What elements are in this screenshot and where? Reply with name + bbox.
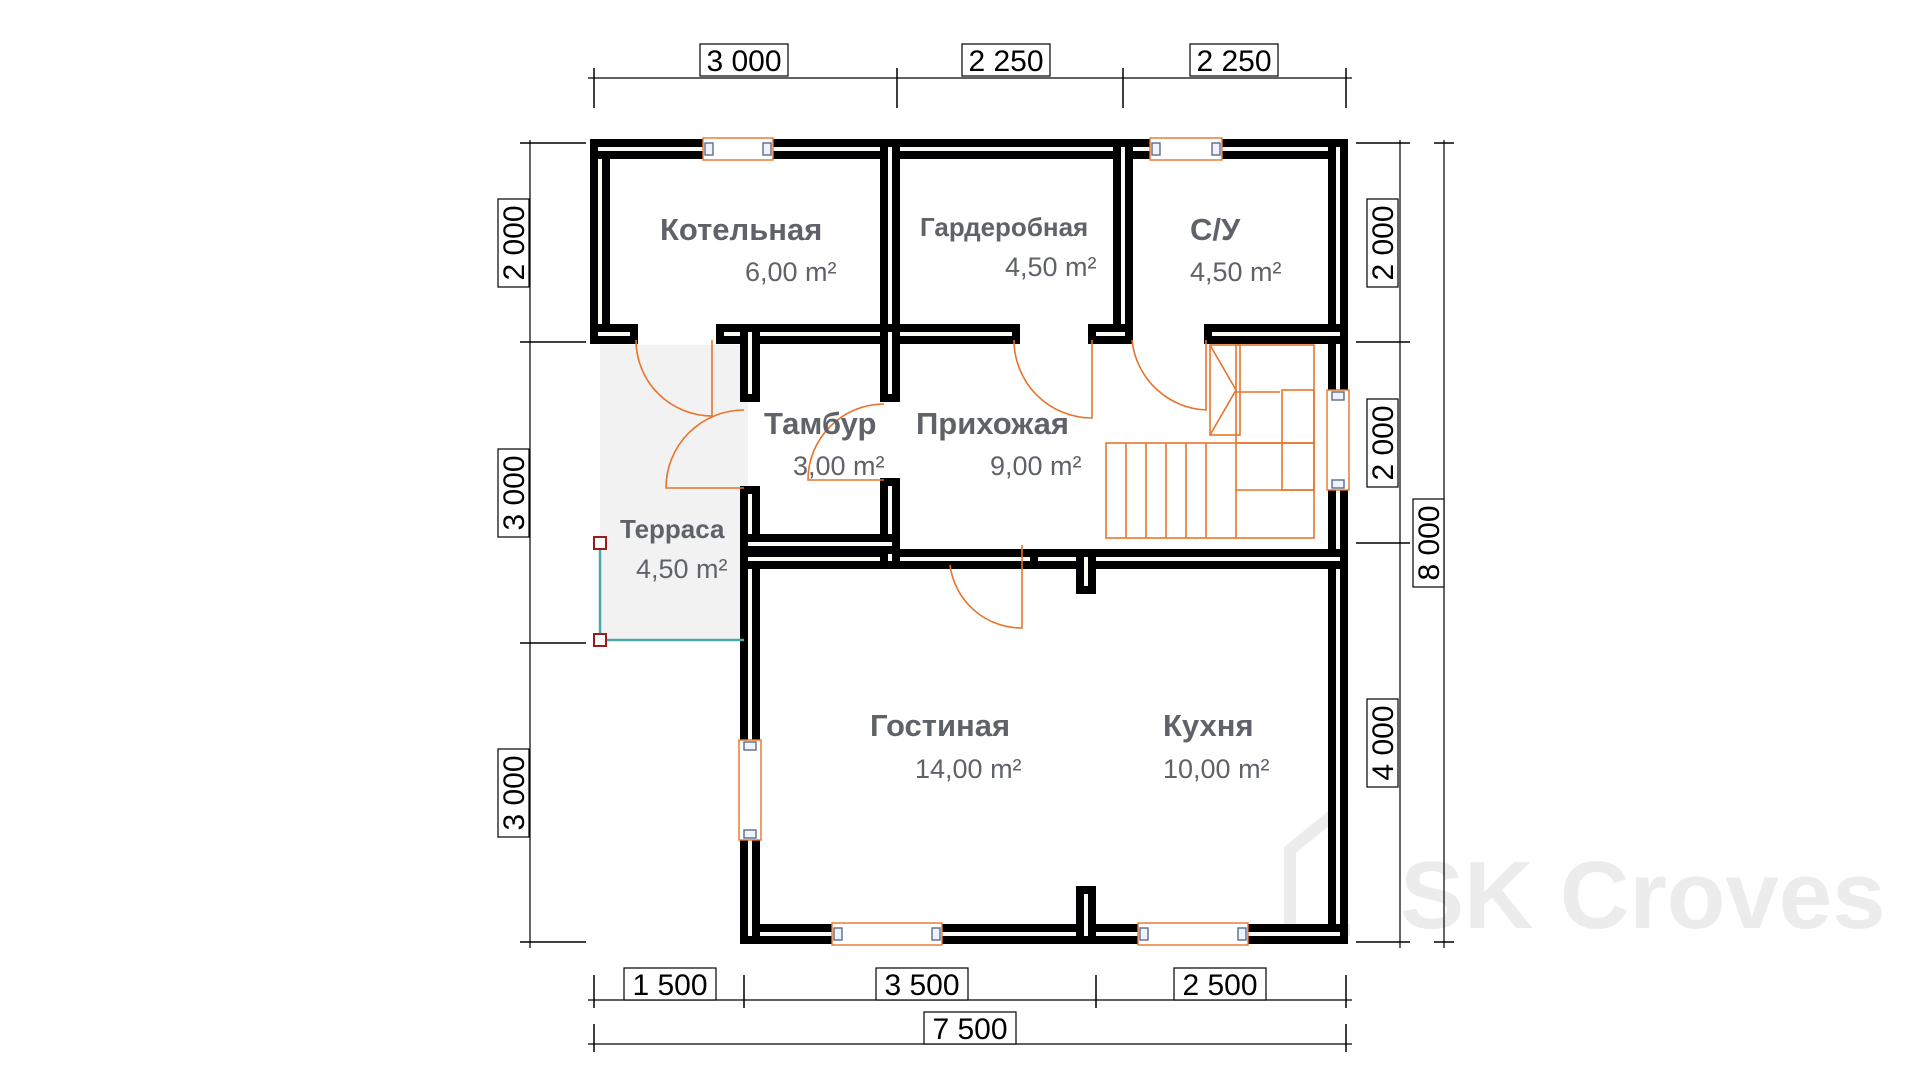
door-tambur bbox=[807, 403, 885, 481]
dimension-lines bbox=[520, 68, 1454, 1052]
terrace-railing bbox=[593, 536, 744, 647]
staircase bbox=[1105, 344, 1315, 539]
room-name-bathroom: С/У bbox=[1190, 212, 1241, 247]
room-name-living: Гостиная bbox=[870, 708, 1010, 743]
dim-bottom-1: 1 500 bbox=[632, 969, 707, 1002]
door-bathroom bbox=[1131, 339, 1207, 411]
terrace-post bbox=[593, 536, 607, 550]
dim-bottom-2: 3 500 bbox=[884, 969, 959, 1002]
room-labels: Котельная 6,00 m² Гардеробная 4,50 m² С/… bbox=[620, 212, 1282, 784]
dim-left-1: 2 000 bbox=[498, 205, 531, 280]
room-area-bathroom: 4,50 m² bbox=[1190, 257, 1282, 287]
door-terrace bbox=[665, 409, 745, 489]
door-wardrobe bbox=[1013, 339, 1093, 419]
room-area-kitchen: 10,00 m² bbox=[1163, 754, 1270, 784]
dim-right-3: 4 000 bbox=[1367, 705, 1400, 780]
room-name-wardrobe: Гардеробная bbox=[920, 212, 1088, 242]
room-name-tambur: Тамбур bbox=[764, 406, 876, 441]
room-name-terrace: Терраса bbox=[620, 514, 725, 544]
dim-right-total: 8 000 bbox=[1413, 505, 1446, 580]
terrace-post bbox=[593, 633, 607, 647]
room-area-hallway: 9,00 m² bbox=[990, 451, 1082, 481]
room-name-boiler: Котельная bbox=[660, 212, 822, 247]
room-area-wardrobe: 4,50 m² bbox=[1005, 252, 1097, 282]
doors bbox=[635, 339, 1207, 629]
dimension-labels: 3 000 2 250 2 250 1 500 3 500 2 500 7 50… bbox=[497, 43, 1446, 1046]
dim-top-2: 2 250 bbox=[968, 45, 1043, 78]
dim-top-3: 2 250 bbox=[1196, 45, 1271, 78]
windows bbox=[702, 137, 1350, 946]
dim-top-1: 3 000 bbox=[706, 45, 781, 78]
dim-bottom-total: 7 500 bbox=[932, 1013, 1007, 1046]
room-area-living: 14,00 m² bbox=[915, 754, 1022, 784]
terrace-floor bbox=[600, 345, 748, 640]
dim-left-2: 3 000 bbox=[498, 455, 531, 530]
watermark: SK Croves bbox=[1284, 800, 1886, 949]
room-area-terrace: 4,50 m² bbox=[636, 554, 728, 584]
room-area-tambur: 3,00 m² bbox=[793, 451, 885, 481]
room-area-boiler: 6,00 m² bbox=[745, 257, 837, 287]
room-name-kitchen: Кухня bbox=[1163, 708, 1254, 743]
door-boiler-room bbox=[635, 339, 713, 417]
dim-right-2: 2 000 bbox=[1367, 405, 1400, 480]
watermark-text: SK Croves bbox=[1400, 842, 1886, 949]
door-living-room bbox=[949, 545, 1023, 629]
dim-right-1: 2 000 bbox=[1367, 205, 1400, 280]
dim-left-3: 3 000 bbox=[498, 755, 531, 830]
dim-bottom-3: 2 500 bbox=[1182, 969, 1257, 1002]
room-name-hallway: Прихожая bbox=[916, 406, 1069, 441]
